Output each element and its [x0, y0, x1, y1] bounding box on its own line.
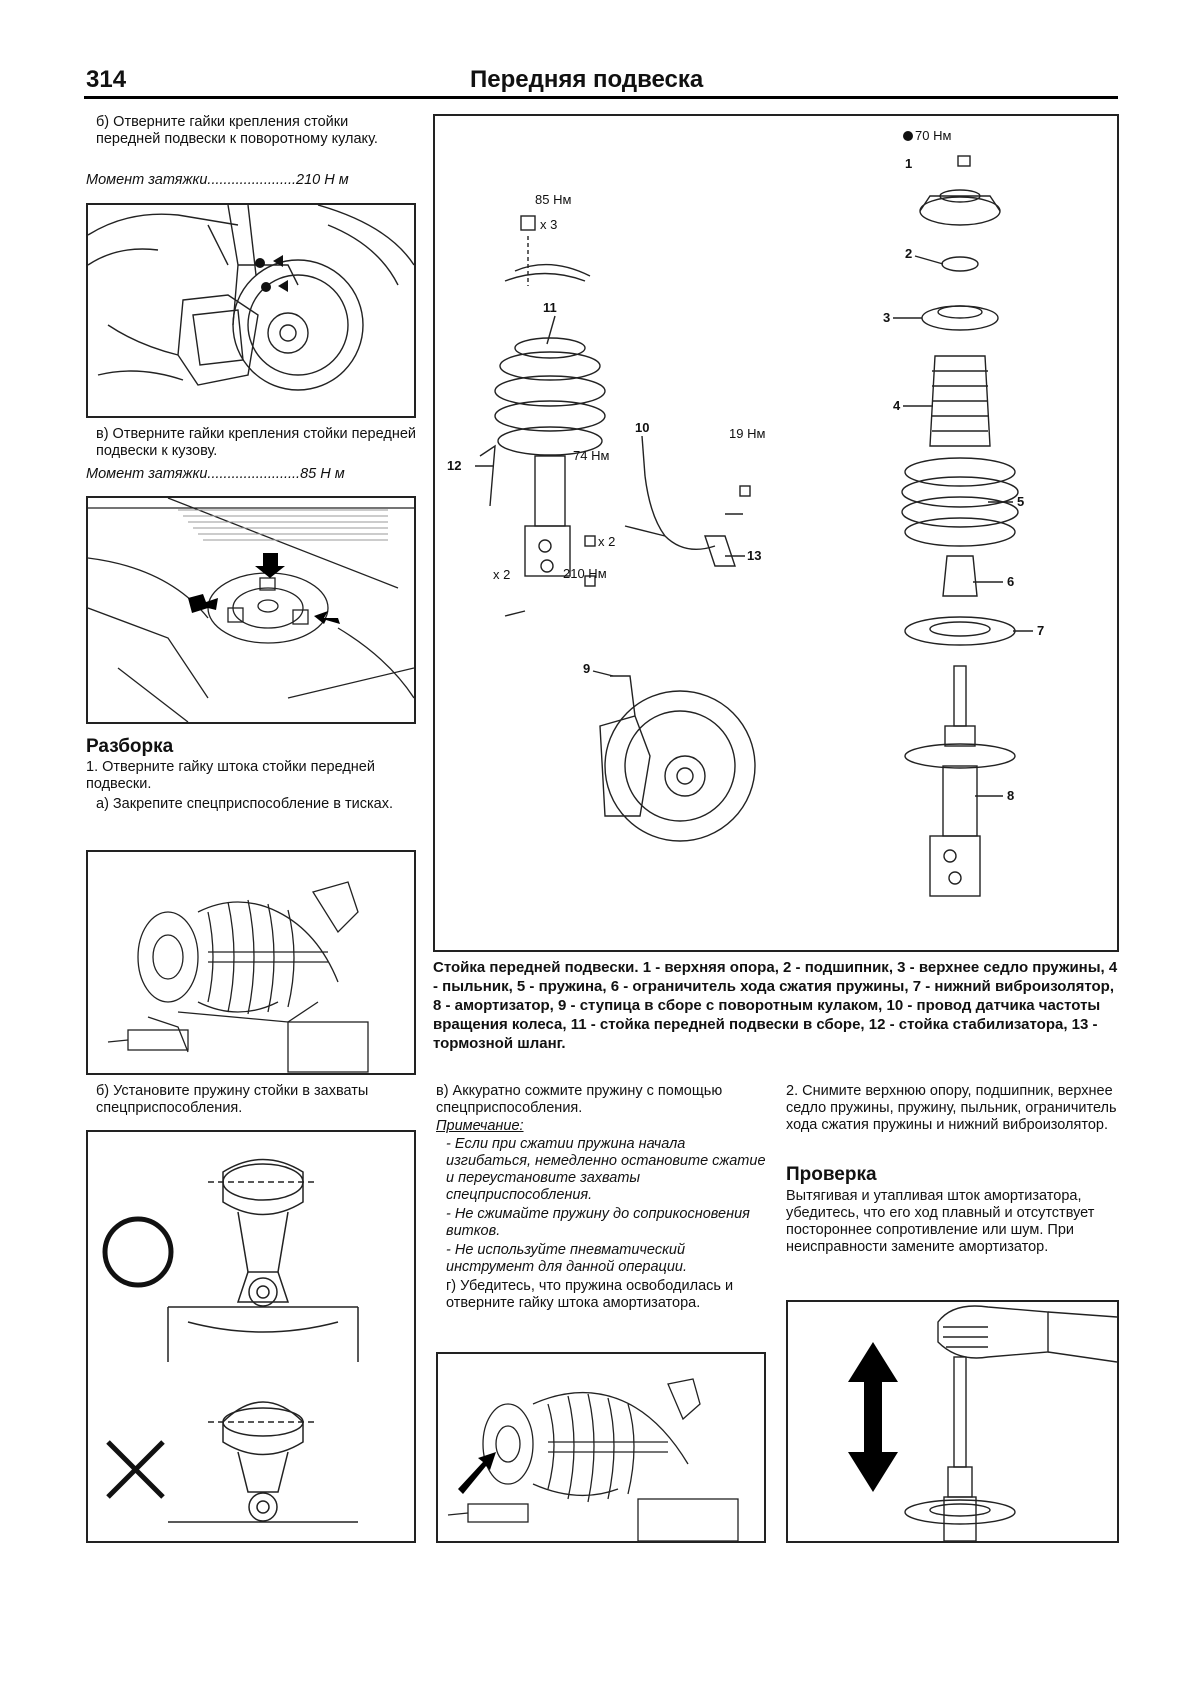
torque-74-label: 74 Нм — [573, 448, 609, 463]
figure-clamp-correct-incorrect — [86, 1130, 416, 1543]
step-g-text: г) Убедитесь, что пружина освободилась и… — [446, 1278, 734, 1311]
note-2: - Не сжимайте пружину до соприкосновения… — [446, 1206, 750, 1239]
torque-19-label: 19 Нм — [729, 426, 765, 441]
figure-strut-exploded: 85 Нм 70 Нм 74 Нм 19 Нм 210 Нм x 3 x 2 x… — [433, 114, 1119, 952]
vice-tool-drawing — [107, 881, 369, 1073]
part-label-4: 4 — [893, 398, 901, 413]
page-number: 314 — [86, 66, 127, 93]
step-v-torque: Момент затяжки.......................85 … — [86, 466, 345, 482]
step-b-text: б) Отверните гайки крепления стойки пере… — [96, 114, 378, 147]
x2-label-b: x 2 — [493, 567, 510, 582]
header-rule — [84, 96, 1118, 99]
part-label-7: 7 — [1037, 623, 1044, 638]
note-3: - Не используйте пневматический инструме… — [446, 1242, 687, 1275]
body-nuts-drawing — [88, 498, 414, 722]
part-label-5: 5 — [1017, 494, 1024, 509]
x2-label-a: x 2 — [598, 534, 615, 549]
part-label-10: 10 — [635, 420, 649, 435]
part-label-3: 3 — [883, 310, 890, 325]
step-b2-text: б) Установите пружину стойки в захваты с… — [96, 1083, 369, 1116]
disassembly-step1: 1. Отверните гайку штока стойки передней… — [86, 759, 375, 792]
torque-210-label: 210 Нм — [563, 566, 607, 581]
check-heading: Проверка — [786, 1164, 877, 1185]
disassembly-heading: Разборка — [86, 736, 174, 757]
part-label-8: 8 — [1007, 788, 1014, 803]
correct-mark-icon — [102, 1216, 174, 1288]
part-label-6: 6 — [1007, 574, 1014, 589]
clamp-correct-incorrect-drawing — [102, 1158, 359, 1523]
figure-shock-check — [786, 1300, 1119, 1543]
pointer-arrow-icon — [458, 1452, 496, 1494]
step-v-text: в) Отверните гайки крепления стойки пере… — [96, 426, 416, 459]
torque-70-label: 70 Нм — [915, 128, 951, 143]
part-label-13: 13 — [747, 548, 761, 563]
diagram-caption: Стойка передней подвески. 1 - верхняя оп… — [433, 959, 1118, 1052]
note-label: Примечание: — [436, 1118, 524, 1134]
figure-body-nuts — [86, 496, 416, 724]
shock-check-drawing — [848, 1305, 1117, 1541]
page-title: Передняя подвеска — [470, 66, 704, 93]
part-label-1: 1 — [905, 156, 912, 171]
step2-text: 2. Снимите верхнюю опору, подшипник, вер… — [786, 1083, 1117, 1133]
x3-label: x 3 — [540, 217, 557, 232]
figure-vice-tool — [86, 850, 416, 1075]
part-label-11: 11 — [543, 300, 557, 315]
step-v2-text: в) Аккуратно сожмите пружину с помощью с… — [436, 1083, 723, 1116]
step-b-torque: Момент затяжки......................210 … — [86, 172, 349, 188]
note-1: - Если при сжатии пружина начала изгибат… — [446, 1136, 766, 1203]
incorrect-mark-icon — [106, 1440, 165, 1499]
torque-85-label: 85 Нм — [535, 192, 571, 207]
part-label-2: 2 — [905, 246, 912, 261]
check-text: Вытягивая и утапливая шток амортизатора,… — [786, 1188, 1095, 1255]
strut-exploded-drawing: 85 Нм 70 Нм 74 Нм 19 Нм 210 Нм x 3 x 2 x… — [447, 128, 1044, 897]
disassembly-step1a: а) Закрепите спецприспособление в тисках… — [96, 796, 393, 812]
rod-nut-drawing — [447, 1378, 739, 1541]
figure-rod-nut — [436, 1352, 766, 1543]
up-down-arrow-icon — [848, 1342, 898, 1492]
figure-knuckle-bolts — [86, 203, 416, 418]
knuckle-bolts-drawing — [88, 205, 414, 391]
part-label-12: 12 — [447, 458, 461, 473]
part-label-9: 9 — [583, 661, 590, 676]
